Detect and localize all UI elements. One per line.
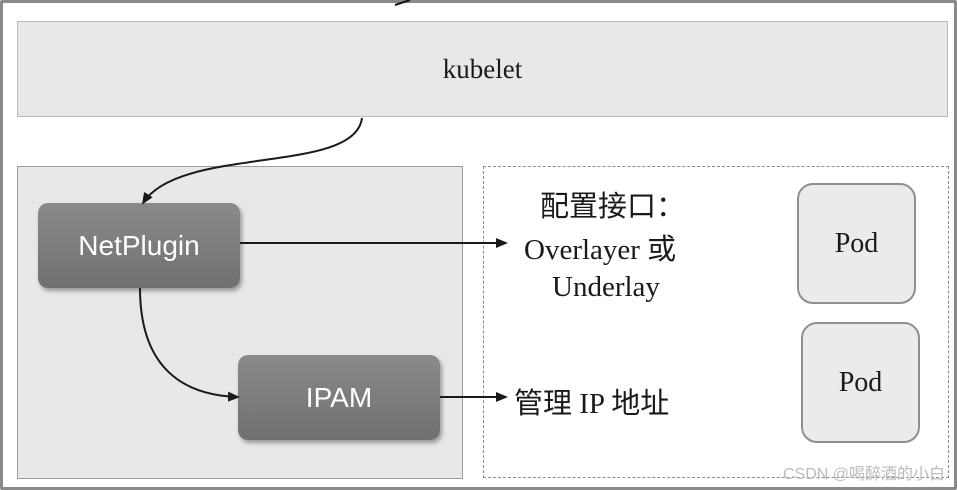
ip-management-text: 管理 IP 地址 xyxy=(514,388,670,420)
pod-label: Pod xyxy=(834,227,879,259)
kubelet-box: kubelet xyxy=(17,21,948,117)
pod-box: Pod xyxy=(797,183,916,304)
interface-text-line3: Underlay xyxy=(552,271,660,303)
interface-text-line2: Overlayer 或 xyxy=(524,234,677,266)
interface-text-line1: 配置接口： xyxy=(540,191,686,223)
ipam-box: IPAM xyxy=(238,355,440,440)
ipam-label: IPAM xyxy=(305,381,373,413)
pod-label: Pod xyxy=(838,366,883,398)
watermark: CSDN @喝醉酒的小白 xyxy=(782,466,945,483)
pod-box: Pod xyxy=(801,322,920,443)
netplugin-box: NetPlugin xyxy=(38,203,240,288)
kubelet-label: kubelet xyxy=(442,53,523,84)
netplugin-label: NetPlugin xyxy=(78,229,200,261)
